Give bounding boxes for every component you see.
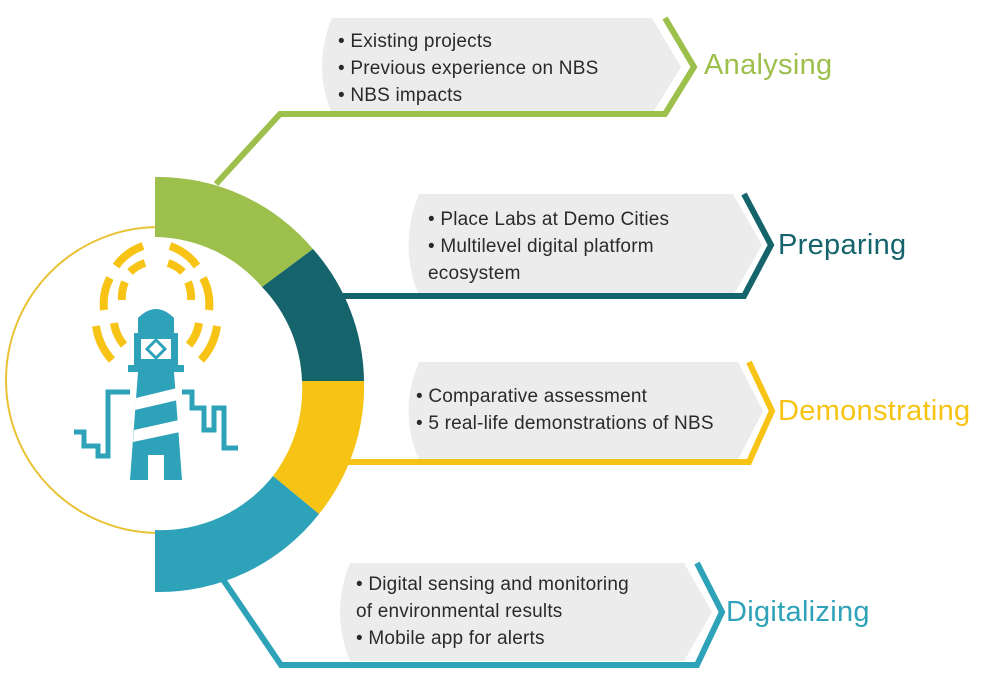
ring-segment-digitalizing [155, 476, 319, 593]
connector-digitalizing [219, 561, 726, 668]
panel-digitalizing [340, 563, 712, 661]
demonstrating-items: • Comparative assessment • 5 real-life d… [416, 383, 714, 437]
stage-label-demonstrating: Demonstrating [778, 395, 971, 427]
panel-analysing [322, 18, 681, 114]
list-item: • Multilevel digital platform [428, 236, 654, 257]
ring-segment-preparing [262, 249, 364, 381]
list-item: • Digital sensing and monitoring [356, 574, 629, 595]
connector-demonstrating [345, 360, 776, 465]
stage-label-analysing: Analysing [704, 49, 833, 81]
stage-label-preparing: Preparing [778, 229, 907, 261]
connector-analysing [213, 16, 698, 187]
list-item: • Mobile app for alerts [356, 628, 545, 649]
digitalizing-items: • Digital sensing and monitoring of envi… [356, 571, 629, 652]
list-item: • Place Labs at Demo Cities [428, 209, 670, 230]
list-item: • Existing projects [338, 31, 493, 52]
analysing-items: • Existing projects • Previous experienc… [338, 28, 598, 109]
list-item: • 5 real-life demonstrations of NBS [416, 413, 714, 434]
ring-segment-demonstrating [273, 381, 365, 514]
panel-demonstrating [408, 362, 763, 460]
connector-preparing [333, 192, 775, 299]
list-item: of environmental results [356, 601, 563, 622]
list-item: ecosystem [428, 263, 521, 284]
lighthouse-icon [74, 242, 238, 480]
list-item: • NBS impacts [338, 85, 463, 106]
list-item: • Comparative assessment [416, 386, 648, 407]
stage-label-digitalizing: Digitalizing [726, 596, 870, 628]
preparing-items: • Place Labs at Demo Cities • Multilevel… [428, 206, 669, 287]
ring-segment-analysing [155, 176, 313, 287]
list-item: • Previous experience on NBS [338, 58, 599, 79]
panel-preparing [408, 194, 762, 296]
